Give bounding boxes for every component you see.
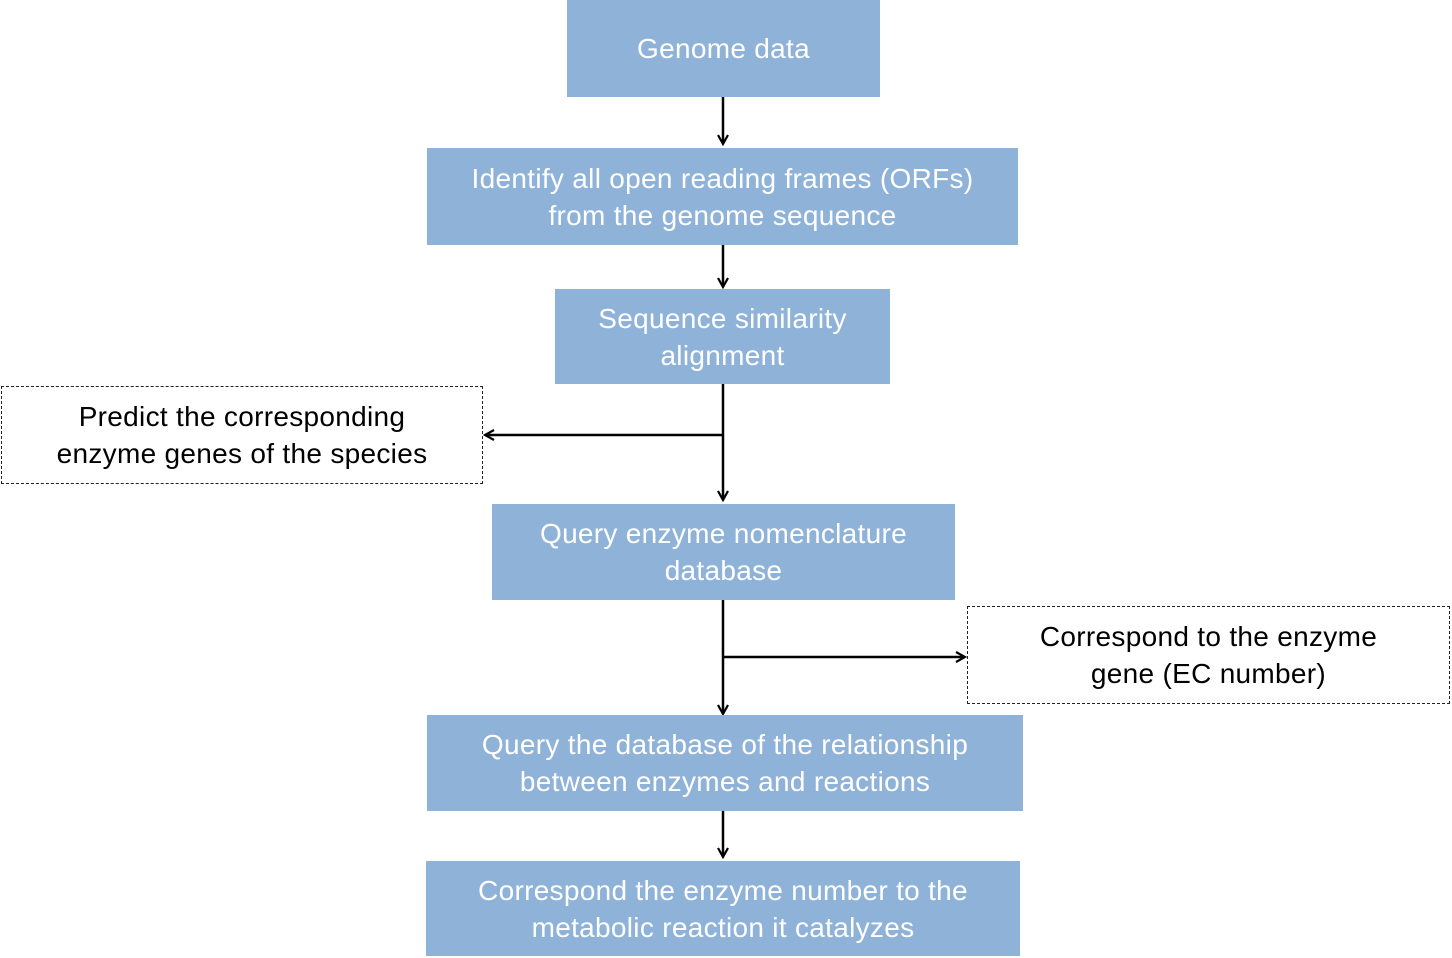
step-genome-data-line-1: Genome data (637, 33, 810, 64)
step-genome-data: Genome data (567, 0, 880, 97)
note-predict-enzyme-genes: Predict the corresponding enzyme genes o… (1, 386, 483, 484)
note-ec-number: Correspond to the enzyme gene (EC number… (967, 606, 1450, 704)
step-query-relationship-db: Query the database of the relationship b… (427, 715, 1023, 811)
step-query-enzyme-nomenclature-line-1: Query enzyme nomenclature (539, 518, 907, 549)
note-predict-enzyme-genes-line-1: Predict the corresponding (78, 401, 406, 432)
step-sequence-alignment: Sequence similarity alignment (555, 289, 890, 384)
note-ec-number-line-1: Correspond to the enzyme (1039, 621, 1378, 652)
step-sequence-alignment-line-2: alignment (660, 339, 785, 371)
note-ec-number-line-2: gene (EC number) (1090, 658, 1327, 689)
note-predict-enzyme-genes-line-2: enzyme genes of the species (56, 438, 428, 469)
step-map-to-reaction-line-1: Correspond the enzyme number to the (478, 874, 968, 906)
step-sequence-alignment-line-1: Sequence similarity (598, 302, 847, 334)
step-query-relationship-db-line-2: between enzymes and reactions (519, 766, 931, 797)
step-map-to-reaction-line-2: metabolic reaction it catalyzes (531, 911, 915, 943)
step-identify-orfs-line-2: from the genome sequence (548, 199, 897, 231)
step-query-enzyme-nomenclature: Query enzyme nomenclature database (492, 504, 955, 600)
step-query-enzyme-nomenclature-line-2: database (664, 555, 783, 586)
step-query-relationship-db-line-1: Query the database of the relationship (481, 729, 969, 760)
step-identify-orfs: Identify all open reading frames (ORFs) … (427, 148, 1018, 245)
step-identify-orfs-line-1: Identify all open reading frames (ORFs) (471, 162, 974, 194)
step-map-to-reaction: Correspond the enzyme number to the meta… (426, 861, 1020, 956)
